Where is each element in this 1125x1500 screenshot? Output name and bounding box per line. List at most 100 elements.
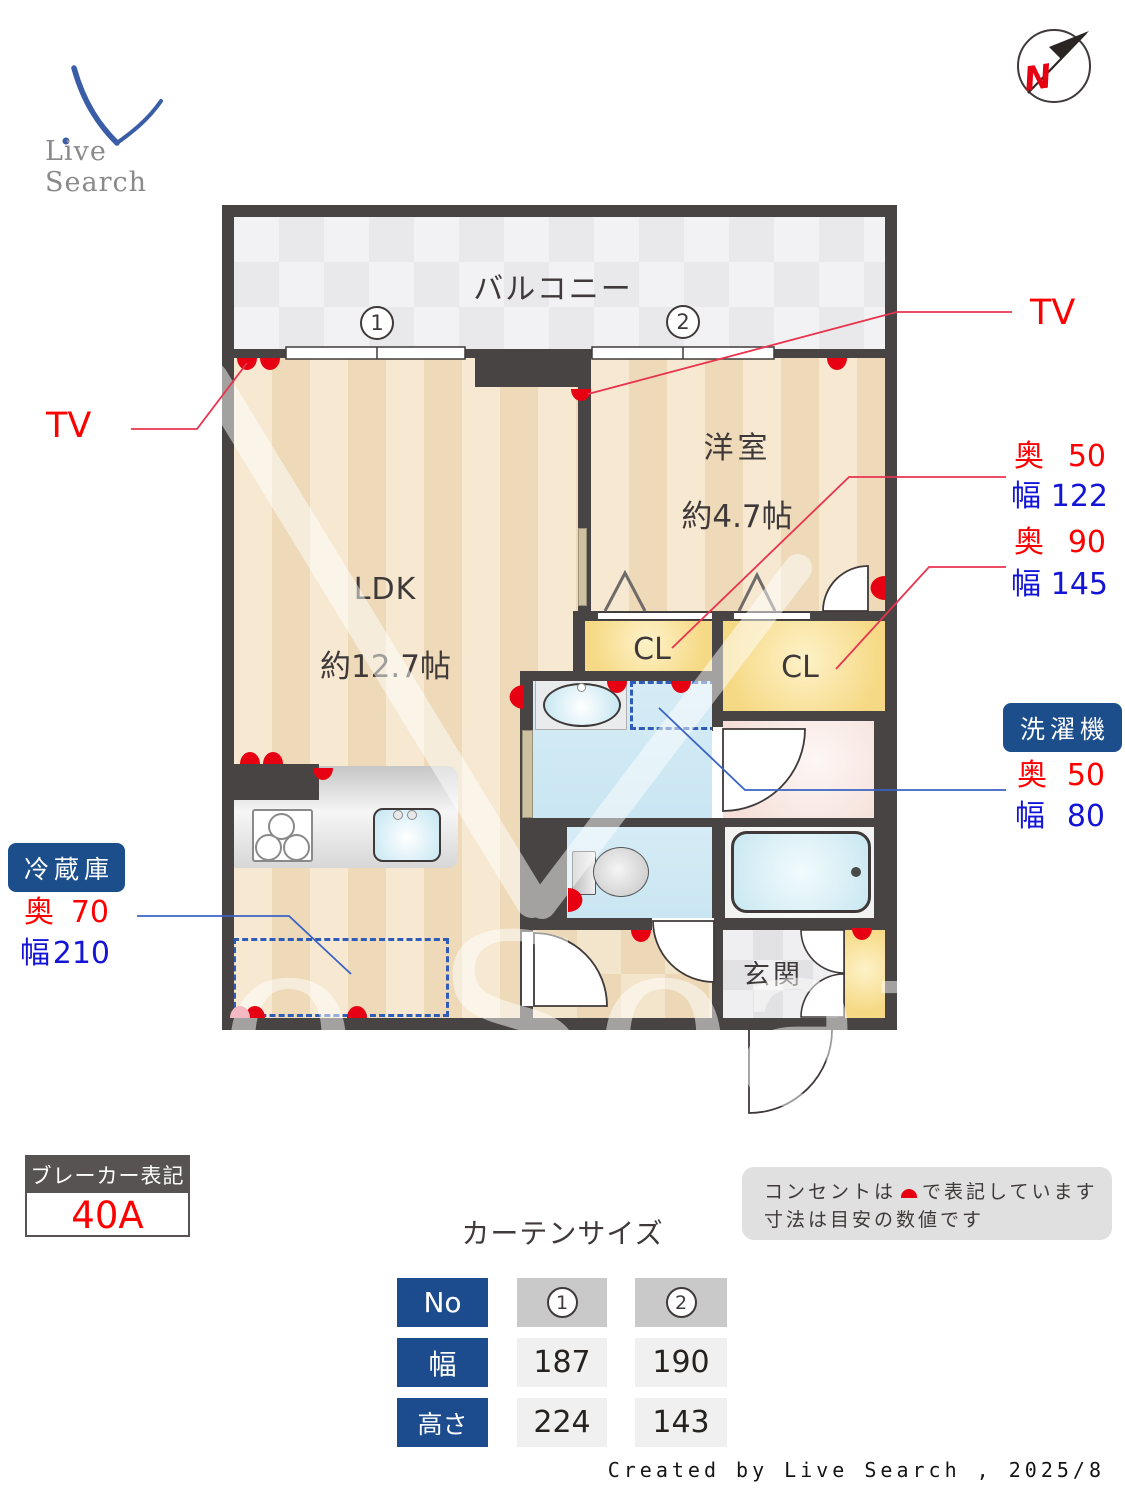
closet1-depth: 奥 50 (1014, 439, 1106, 474)
changing-right-wall (874, 721, 885, 818)
outlet-icon (263, 752, 283, 764)
tv-right-line (587, 311, 1012, 395)
breaker-box: ブレーカー表記 40A (25, 1155, 190, 1237)
curtain-col2-no: 2 (635, 1278, 727, 1327)
closet1-dim-line (671, 476, 1006, 649)
breaker-value: 40A (71, 1193, 144, 1237)
stove-burner (268, 813, 295, 840)
note-box: コンセントはで表記しています 寸法は目安の数値です (742, 1167, 1112, 1240)
outlet-icon (631, 930, 651, 942)
hall-door-opening (522, 932, 533, 1006)
compass-icon (1017, 29, 1091, 103)
logo-wordmark: Live Search (45, 136, 147, 198)
stove-burner (283, 834, 310, 861)
curtain-col1-width: 187 (517, 1338, 607, 1387)
toilet-bath-wall (712, 827, 725, 918)
outlet-icon (571, 389, 591, 401)
fridge-line (137, 915, 352, 975)
curtain-col2-width: 190 (635, 1338, 727, 1387)
compass-north-label: N (1021, 56, 1055, 99)
outlet-icon (230, 1006, 250, 1018)
entrance-closet-door-lower (800, 973, 845, 1018)
note-line2: 寸法は目安の数値です (764, 1209, 985, 1231)
washroom-right-wall (712, 677, 723, 731)
balcony-label: バルコニー (473, 272, 633, 307)
outlet-icon (852, 928, 872, 940)
curtain-col1-height: 224 (517, 1398, 607, 1447)
bath-right-wall (874, 827, 885, 918)
watermark-text: Live Search (0, 886, 1125, 1159)
window2 (591, 346, 775, 360)
bath-top-wall (520, 818, 885, 827)
fridge-depth: 奥 70 (24, 895, 109, 930)
outlet-icon (509, 685, 524, 709)
closet2-bottom-wall (712, 711, 885, 721)
outlet-icon (313, 768, 333, 780)
tv-left-label: TV (46, 406, 92, 446)
curtain-row-height: 高さ (397, 1398, 488, 1447)
curtain-row-width: 幅 (397, 1338, 488, 1387)
faucet (407, 810, 417, 820)
tv-left-line (131, 362, 248, 430)
outlet-icon (607, 681, 627, 693)
closet1-width: 幅 122 (1011, 479, 1108, 514)
fridge-badge: 冷蔵庫 (8, 843, 125, 892)
closet1-label: CL (633, 632, 671, 667)
curtain-col1-no: 1 (517, 1278, 607, 1327)
footer-credit: Created by Live Search , 2025/8 (607, 1458, 1105, 1482)
bedroom-label: 洋室 (703, 431, 772, 466)
bathtub-drain (851, 867, 861, 877)
vanity-faucet (577, 683, 586, 692)
pillar (475, 349, 582, 387)
curtain-col2-height: 143 (635, 1398, 727, 1447)
outlet-icon (901, 1189, 918, 1198)
outlet-icon (671, 681, 691, 693)
outlet-icon (347, 1006, 367, 1018)
curtain-col1-marker: 1 (546, 1287, 578, 1318)
bathtub (731, 831, 871, 913)
changing-door (722, 728, 806, 812)
bedroom-sliding-door (578, 528, 587, 606)
hall-door (533, 932, 608, 1007)
breaker-title: ブレーカー表記 (27, 1157, 188, 1193)
watermark: Live Search (0, 362, 1125, 1159)
tv-right-label: TV (1030, 293, 1076, 333)
hall-entrance-wall (712, 930, 723, 1018)
stove-burner (255, 834, 282, 861)
note-line1: コンセントはで表記しています (764, 1181, 1098, 1203)
outlet-icon (260, 358, 280, 370)
toilet-door (652, 920, 715, 983)
washroom-top-wall (520, 671, 720, 681)
curtain-table-title: カーテンサイズ (461, 1217, 664, 1250)
washer-badge: 洗濯機 (1003, 703, 1122, 752)
outlet-icon (870, 576, 885, 600)
closet2-label: CL (781, 650, 819, 685)
faucet (393, 810, 403, 820)
closet2-dim-line (835, 566, 1006, 670)
closet-divider-wall (712, 611, 723, 681)
outlet-icon (240, 752, 260, 764)
closet2-width: 幅 145 (1011, 567, 1108, 602)
kitchen-wall-block (222, 764, 319, 800)
fridge-space (233, 938, 449, 1017)
closet1-floor (583, 617, 712, 671)
bedroom-door (822, 565, 869, 612)
entrance-label: 玄関 (743, 960, 803, 991)
bedroom-size-label: 約4.7帖 (681, 499, 793, 535)
washer-line (658, 707, 1006, 791)
logo-v-icon (62, 65, 163, 146)
outlet-icon (245, 1006, 265, 1018)
washer-width: 幅 80 (1015, 799, 1105, 834)
curtain-row-no: No (397, 1278, 488, 1327)
window2-marker: 2 (666, 305, 700, 339)
window1-marker: 1 (360, 306, 394, 340)
entrance-closet-floor (845, 930, 885, 1018)
closet2-depth: 奥 90 (1014, 525, 1106, 560)
fridge-width: 幅 210 (20, 936, 110, 971)
washroom-sliding-door (522, 730, 533, 818)
entrance-closet-door-upper (800, 929, 845, 974)
closet1-folding-door (603, 569, 647, 612)
washer-depth: 奥 50 (1017, 758, 1105, 793)
